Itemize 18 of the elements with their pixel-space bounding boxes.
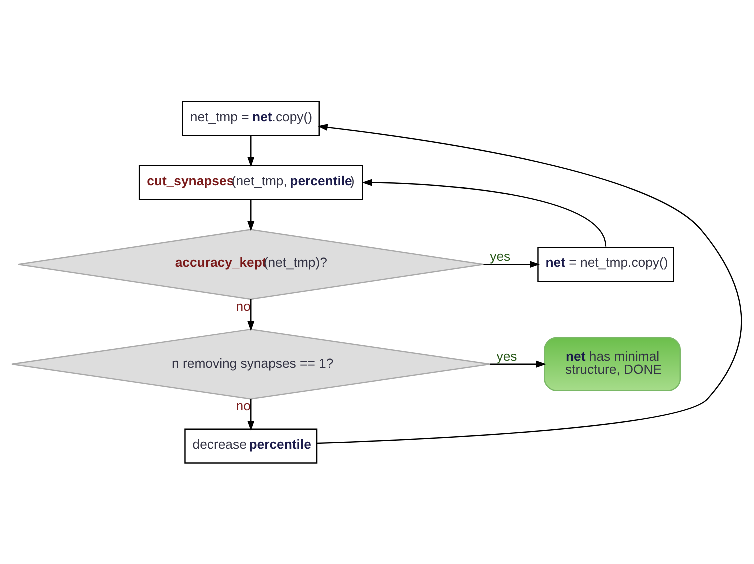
edge-label: yes xyxy=(490,248,511,264)
node-box: cut_synapses(net_tmp, percentile) xyxy=(138,164,364,200)
arrow xyxy=(248,199,255,232)
node-diamond: n removing synapses == 1? xyxy=(11,328,491,400)
edge-label: no xyxy=(236,398,251,413)
edge-label: yes xyxy=(496,348,518,364)
node-box: decrease percentile xyxy=(184,428,318,464)
node-box: net has minimal structure, DONE xyxy=(544,336,681,391)
arrow xyxy=(317,124,742,444)
arrow xyxy=(484,260,540,268)
arrow xyxy=(248,398,255,431)
arrow xyxy=(490,360,546,368)
arrow xyxy=(248,135,255,167)
node-box: net = net_tmp.copy() xyxy=(538,246,674,282)
node-box: net_tmp = net.copy() xyxy=(182,100,320,136)
arrow xyxy=(362,178,607,246)
edge-label: no xyxy=(236,298,251,314)
arrow xyxy=(248,299,255,331)
